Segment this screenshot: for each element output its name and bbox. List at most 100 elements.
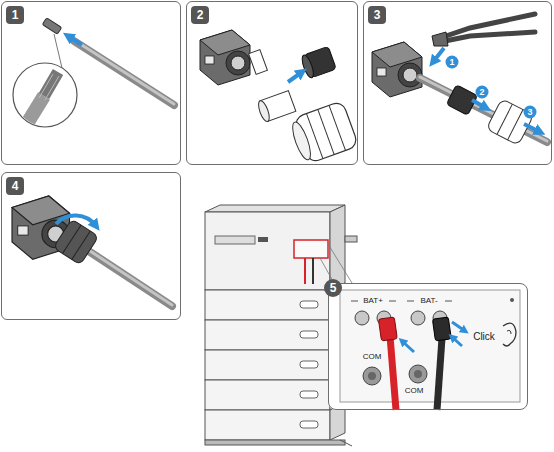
battery-stack	[345, 236, 357, 242]
cable-strip-illustration	[74, 41, 174, 105]
connector-parts-illustration	[300, 54, 316, 79]
battery-stack	[205, 350, 330, 380]
terminal-detail	[320, 244, 528, 410]
connector-parts-illustration	[289, 120, 314, 162]
connector-parts-illustration	[200, 30, 359, 165]
step-panel: 1	[1, 1, 181, 165]
crimp-assembly-illustration	[446, 56, 459, 69]
terminal-detail	[411, 311, 425, 325]
connector-parts-illustration	[318, 109, 334, 154]
battery-stack	[300, 361, 318, 368]
tighten-nut-illustration	[84, 247, 172, 305]
tighten-nut-illustration	[84, 248, 172, 306]
crimp-assembly-illustration	[432, 32, 448, 46]
connector-parts-illustration	[256, 91, 295, 123]
cable-strip-illustration	[44, 72, 58, 96]
terminal-detail	[351, 301, 358, 302]
terminal-detail	[368, 372, 376, 380]
terminal-detail	[452, 322, 465, 331]
cable-strip-illustration	[39, 74, 53, 98]
step-panel: 3	[363, 1, 552, 165]
step-number: 1	[6, 6, 24, 24]
tighten-nut-illustration	[12, 196, 172, 306]
click-note: Click	[473, 332, 495, 342]
cable-strip-illustration	[54, 34, 62, 68]
battery-stack	[300, 421, 318, 428]
connector-parts-illustration	[300, 46, 336, 79]
crimp-assembly-illustration	[524, 106, 537, 119]
terminal-detail	[402, 341, 414, 352]
battery-stack	[205, 290, 330, 320]
crimp-assembly-illustration	[433, 48, 444, 62]
connector-parts-illustration	[200, 30, 250, 85]
terminal-detail	[409, 365, 427, 383]
terminal-detail	[389, 301, 396, 302]
battery-stack	[300, 331, 318, 338]
cable-strip-illustration	[20, 72, 59, 135]
step-number: 3	[368, 6, 386, 24]
terminal-detail	[363, 367, 381, 385]
terminal-detail	[432, 317, 451, 341]
step-number: 5	[324, 279, 342, 297]
port-label: COM	[363, 353, 382, 361]
connector-parts-illustration	[249, 50, 268, 75]
battery-stack	[205, 380, 330, 410]
terminal-label: BAT+	[363, 297, 383, 305]
connector-parts-illustration	[288, 101, 359, 166]
battery-stack	[215, 236, 255, 244]
terminal-detail	[378, 317, 397, 341]
battery-stack	[205, 320, 330, 350]
battery-stack	[330, 205, 345, 290]
battery-stack	[340, 440, 352, 446]
step-panel: 2	[186, 1, 358, 165]
battery-stack	[300, 391, 318, 398]
terminal-detail	[510, 298, 514, 302]
step-number: 4	[6, 177, 24, 195]
terminal-label: BAT-	[420, 297, 437, 305]
terminal-detail	[407, 301, 414, 302]
crimp-assembly-illustration	[476, 86, 489, 99]
crimp-assembly-illustration	[486, 99, 534, 146]
cable-strip-illustration	[74, 40, 174, 104]
callout-number: 2	[479, 88, 484, 97]
cable-strip-illustration	[42, 18, 61, 35]
callout-number: 1	[449, 58, 454, 67]
battery-stack	[294, 240, 328, 258]
crimp-assembly-illustration	[508, 110, 523, 140]
crimp-assembly-illustration	[420, 78, 547, 142]
step-panel: 4	[1, 172, 181, 320]
tighten-nut-illustration	[56, 216, 96, 226]
battery-stack	[205, 212, 330, 290]
crimp-assembly-illustration	[420, 77, 547, 141]
connector-parts-illustration	[288, 72, 302, 82]
battery-stack	[205, 410, 330, 440]
step-number: 2	[191, 6, 209, 24]
crimp-assembly-illustration	[486, 99, 534, 146]
terminal-detail	[432, 317, 451, 341]
cable-strip-illustration	[20, 96, 44, 135]
crimp-assembly-illustration	[372, 42, 422, 97]
battery-stack	[258, 237, 268, 242]
crimp-assembly-illustration	[372, 14, 547, 145]
battery-stack	[312, 258, 314, 284]
terminal-detail	[414, 370, 422, 378]
port-label: COM	[405, 387, 424, 395]
cable-strip-illustration	[68, 36, 82, 45]
battery-stack	[300, 301, 318, 308]
connector-parts-illustration	[249, 50, 268, 75]
cable-strip-illustration	[13, 18, 174, 135]
terminal-detail	[378, 317, 397, 341]
tighten-nut-illustration	[72, 231, 91, 260]
terminal-detail	[452, 337, 462, 346]
terminal-detail	[328, 244, 352, 283]
terminal-detail	[340, 290, 520, 402]
battery-stack	[304, 258, 306, 284]
battery-stack	[205, 205, 345, 212]
connector-parts-illustration	[256, 99, 271, 122]
terminal-detail	[507, 330, 511, 334]
crimp-assembly-illustration	[524, 124, 540, 132]
